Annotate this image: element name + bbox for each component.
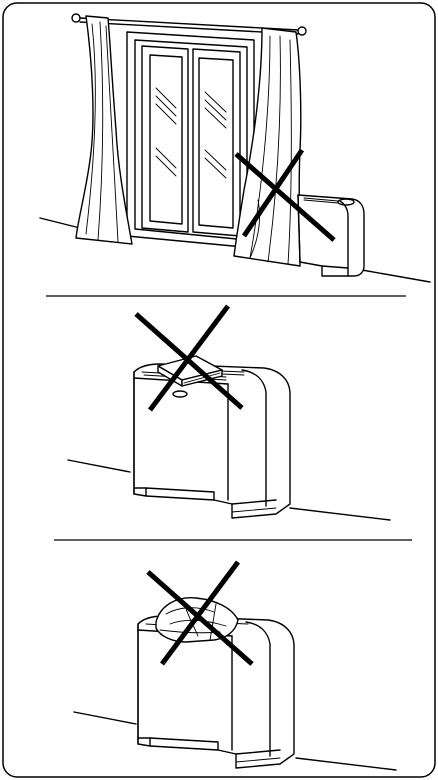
instruction-figure: [0, 0, 438, 780]
figure-svg: [0, 0, 438, 780]
